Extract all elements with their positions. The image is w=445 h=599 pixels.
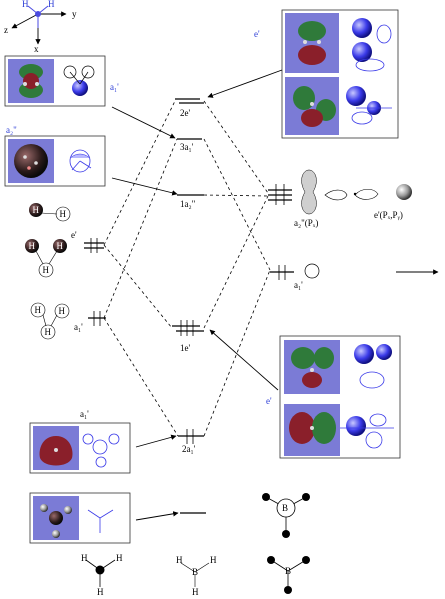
mo-2e-level: [175, 98, 204, 104]
label-a1-bottom: a₁': [80, 409, 89, 419]
label-b-e: e'(Pₓ,Pᵧ): [374, 210, 403, 221]
panel-bh3: [29, 492, 131, 544]
level-a1-left: [88, 311, 106, 326]
svg-text:H: H: [116, 553, 123, 563]
arrow-bh3: [135, 511, 179, 521]
svg-text:H: H: [210, 555, 217, 565]
arrow-a1-bottom: [135, 434, 177, 448]
arrow-e-bottom: [209, 329, 279, 391]
label-mo-2e: 2e': [180, 108, 190, 118]
struct-b-atoms: B: [267, 556, 310, 594]
panel-a1-top: [4, 55, 106, 107]
svg-text:H: H: [81, 553, 88, 563]
svg-text:H: H: [29, 241, 36, 251]
label-e-right: e': [266, 396, 272, 406]
svg-text:H: H: [97, 587, 104, 597]
svg-text:H: H: [35, 305, 42, 315]
b-s-level: [270, 263, 320, 280]
svg-text:H: H: [33, 205, 40, 215]
label-mo-2a1: 2a₁': [182, 444, 196, 454]
arrow-a1-top: [111, 106, 176, 139]
axis-y-label: y: [72, 9, 77, 19]
svg-text:H: H: [43, 265, 50, 275]
svg-text:B: B: [192, 567, 198, 577]
axes-diagram: y x z H H: [4, 0, 77, 54]
b-p-orbitals: [301, 169, 412, 215]
mo-1e-level: [172, 320, 204, 336]
label-mo-1e: 1e': [180, 343, 190, 353]
struct-bh3-plain: B H H H: [176, 555, 217, 597]
svg-text:H: H: [192, 587, 199, 597]
panel-a2pp: [4, 135, 106, 187]
label-mo-3a1: 3a₁': [180, 142, 194, 152]
label-a1-top: a₁': [110, 82, 119, 92]
svg-text:H: H: [57, 241, 64, 251]
arrow-a2pp: [111, 177, 178, 196]
panel-e-bottom: [279, 335, 401, 459]
atom-b-label: B: [282, 503, 288, 513]
h-fragment-e: H H H H H: [25, 203, 71, 278]
axis-x-label: x: [34, 44, 39, 54]
label-b-a1: a₁': [294, 280, 303, 290]
axis-h-label-1: H: [22, 0, 29, 9]
axis-h-label-2: H: [48, 0, 55, 9]
svg-text:H: H: [60, 209, 67, 219]
label-mo-1a2: 1a₂": [180, 199, 196, 209]
svg-text:H: H: [59, 306, 66, 316]
panel-a1-bottom: [29, 422, 131, 474]
correlation-lines: [103, 100, 271, 437]
svg-text:H: H: [45, 327, 52, 337]
label-a1-left: a₁': [74, 322, 83, 332]
panel-e-top: [281, 9, 399, 139]
mo-2a1-level: [178, 429, 204, 444]
h-fragment-a1: H H H: [30, 302, 70, 340]
svg-text:H: H: [176, 555, 183, 565]
bh3-ball-stick: B: [262, 493, 310, 538]
label-a2pp: a₂": [6, 125, 17, 135]
level-e-left: [84, 238, 104, 253]
label-e-left: e': [71, 230, 77, 240]
axis-z-label: z: [4, 25, 8, 35]
label-b-a2: a₂"(Pₓ): [294, 218, 318, 228]
svg-text:B: B: [285, 566, 291, 576]
arrow-e-top: [207, 69, 283, 98]
label-e-top: e': [254, 29, 260, 39]
b-p-levels: [268, 184, 292, 205]
struct-h3: H H H: [81, 553, 123, 597]
